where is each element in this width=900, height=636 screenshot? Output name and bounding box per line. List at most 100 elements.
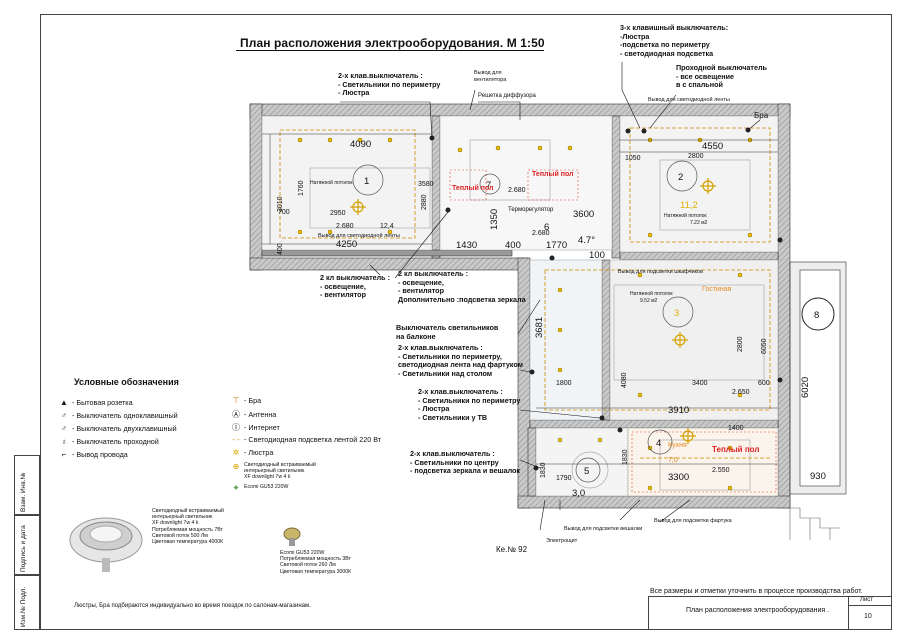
note-switch-living: 2-х клав.выключатель : - Светильники по … [418, 387, 521, 422]
chandeliers [350, 178, 716, 444]
dim-400: 400 [277, 243, 284, 255]
downlights [297, 137, 753, 491]
room-5-number: 5 [584, 466, 589, 477]
sheet-frame [40, 14, 892, 630]
stamp-sheet-divider [848, 596, 892, 606]
note-switch-3key: 3-х клавишный выключатель: -Люстра -подс… [620, 23, 729, 58]
led-strip-icon: - - [232, 435, 240, 444]
room-1-area: 12,4 [380, 223, 394, 230]
dim-930: 930 [810, 471, 826, 482]
room-7-number: 7 [486, 180, 491, 191]
dim-4090: 4090 [350, 139, 371, 150]
dim-4550: 4550 [702, 141, 723, 152]
note-passthrough-switch: Проходной выключатель - все освещение в … [676, 63, 767, 90]
note-bra: Бра [754, 111, 769, 120]
wire-outlet-icon: ⌐ [61, 450, 67, 459]
ecomi-caption: Ecomi GU53 220W Потребляемая мощность 3В… [280, 550, 352, 575]
dim-3910: 3910 [668, 405, 689, 416]
room-1-number: 1 [364, 176, 369, 187]
led-strips [279, 127, 771, 459]
warm-floor-label-2: Теплый пол [532, 170, 574, 178]
note-thermostat: Терморегулятор [508, 207, 554, 213]
warm-floor-marks [449, 169, 777, 493]
dim-3400: 3400 [692, 380, 708, 387]
dim-1830b: 1830 [540, 462, 547, 478]
downlight-icon: ⊕ [232, 462, 240, 471]
switch-single-icon: ♂ [61, 411, 67, 420]
legend-ecomi: ◆Ecomi GU53 220W [230, 484, 289, 491]
room-3-label: Гостиная [702, 286, 732, 293]
dim-4-7: 4.7° [578, 235, 595, 246]
note-switch-hall: 2-х клав.выключатель : - Светильники по … [410, 449, 521, 476]
dim-1430: 1430 [456, 240, 477, 251]
dim-3600: 3600 [573, 209, 594, 220]
dim-3300: 3300 [668, 472, 689, 483]
dim-2950: 2950 [330, 210, 346, 217]
legend-downlight: ⊕Светодиодный встраиваемый интерьерный с… [230, 462, 316, 481]
downlight-caption: Светодиодный встраиваемый интерьерный св… [152, 508, 224, 546]
note-switch-bath2: 2 кл выключатель : - освещение, - вентил… [398, 269, 526, 304]
note-hanger-light: Вывод для подсветки вешалки [564, 526, 643, 532]
room-2-area2: 7.22 м2 [690, 220, 708, 226]
dim-1350: 1350 [489, 209, 500, 230]
room-2-number: 2 [678, 172, 683, 183]
dim-2800b: 2800 [737, 336, 744, 352]
stamp-sheet-number: 10 [864, 613, 872, 620]
socket-icon: ▲ [60, 398, 68, 407]
sheet-note: Все размеры и отметки уточнить в процесс… [650, 588, 863, 595]
room-8-number: 8 [814, 310, 819, 321]
note-switch-room1: 2-х клав.выключатель : - Светильники по … [338, 71, 441, 98]
dimension-lines [262, 133, 791, 494]
balcony [789, 261, 847, 495]
note-diffuser: Решетка диффузора [478, 93, 536, 99]
dim-400b: 400 [505, 240, 521, 251]
note-panel: Электрощит [546, 538, 578, 544]
page-title: План расположения электрооборудования. М… [240, 36, 545, 50]
legend-antenna: Ⓐ- Антенна [232, 410, 277, 419]
dim-2680c: 2.680 [532, 230, 550, 237]
room-2-ceiling: Натяжной потолок [664, 212, 707, 219]
dim-1830: 1830 [622, 449, 629, 465]
antenna-icon: Ⓐ [232, 410, 240, 419]
legend-switch-1: ♂- Выключатель одноклавишный [58, 411, 178, 420]
legend-switch-2: ♂- Выключатель двухклавишный [58, 424, 177, 433]
legend-chandelier: ✲- Люстра [230, 448, 274, 457]
room-5-area: 3,0 [572, 488, 585, 499]
dim-1760: 1760 [298, 180, 305, 196]
room-4-area: 7,0 [668, 457, 678, 464]
warm-floor-label-3: Теплый пол [712, 445, 759, 454]
ecomi-icon: ◆ [233, 485, 239, 491]
side-box-replace [14, 455, 40, 515]
stamp-title: План расположения электрооборудования . [686, 607, 830, 614]
title-underline [236, 50, 544, 51]
ecomi-photo [283, 527, 301, 546]
dim-1050: 1050 [625, 155, 641, 162]
note-ke-92: Ке.№ 92 [496, 545, 528, 554]
note-led-outlet-room1: Вывод для светодиодной ленты [318, 233, 400, 239]
legend-bra: ⊤- Бра [230, 396, 262, 405]
dim-2650: 2.650 [732, 389, 750, 396]
dim-4250: 4250 [336, 239, 357, 250]
dim-3681: 3681 [534, 317, 545, 338]
bra-icon: ⊤ [232, 396, 240, 405]
note-apron-light: Вывод для подсветки фартука [654, 518, 732, 524]
room-number-circles [352, 160, 835, 483]
note-led-outlet-top: Вывод для светодиодной ленты [648, 97, 730, 103]
dim-3580: 3580 [418, 181, 434, 188]
leader-lines [340, 62, 761, 531]
warm-floor-label-1: Теплый пол [452, 184, 494, 192]
side-box-original [14, 575, 40, 630]
downlight-photo [69, 517, 143, 572]
dim-2880: 2880 [421, 194, 428, 210]
room-1-ceiling: Натяжной потолок [310, 179, 353, 186]
side-box-signature [14, 515, 40, 575]
room-3-number: 3 [674, 308, 679, 319]
dim-2680a: 2.680 [336, 223, 354, 230]
dim-4080: 4080 [621, 372, 628, 388]
legend-wire-outlet: ⌐- Вывод провода [58, 450, 128, 459]
footnote: Люстры, Бра подбираются индивидуально во… [74, 603, 311, 609]
stairs [780, 507, 840, 540]
switch-passthrough-icon: ♁ [61, 437, 67, 446]
